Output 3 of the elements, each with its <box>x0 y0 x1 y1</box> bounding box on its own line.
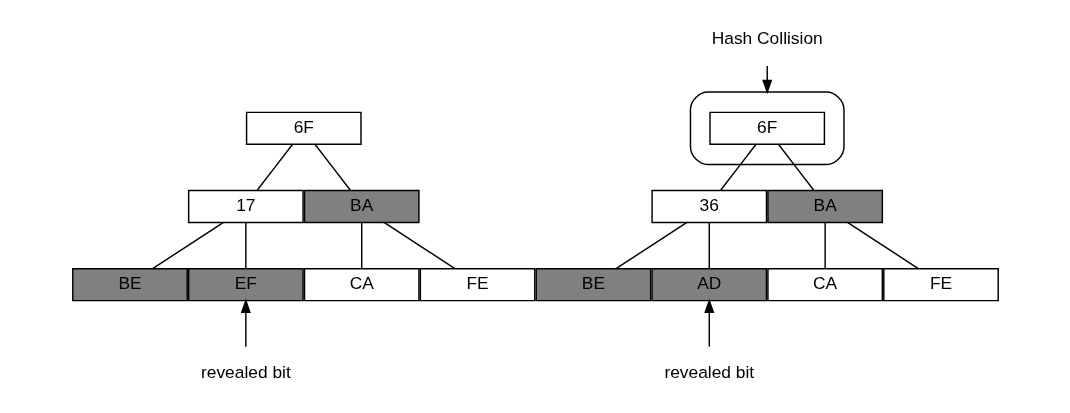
node-text: revealed bit <box>200 361 291 382</box>
node-text: revealed bit <box>663 361 754 382</box>
node-text: Hash Collision <box>711 28 823 49</box>
